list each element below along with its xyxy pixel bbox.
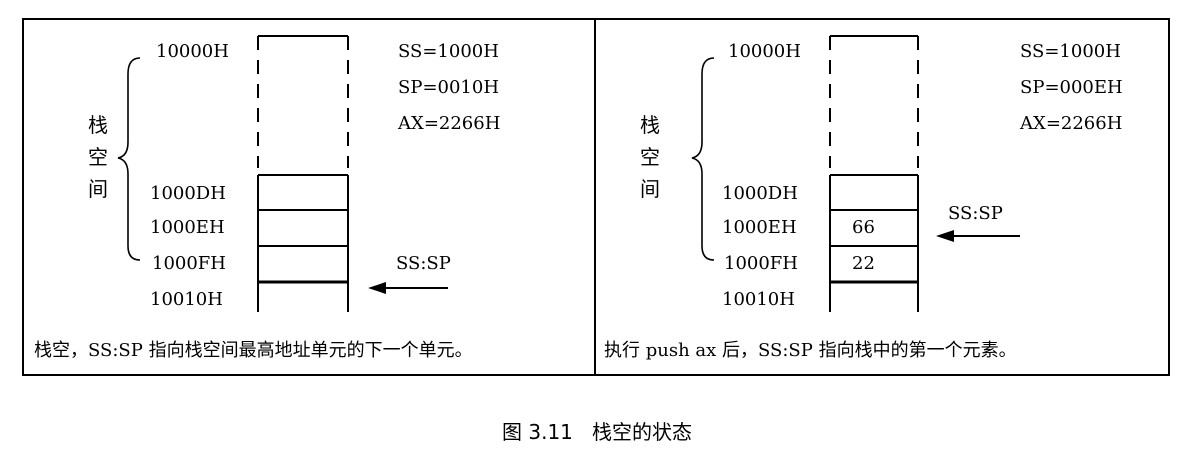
address-label: 10010H xyxy=(722,289,795,310)
panel-empty-stack: 10000H 1000DH 1000EH 1000FH 10010H SS=10… xyxy=(22,18,596,376)
address-label: 1000FH xyxy=(152,253,226,274)
panel-after-push: 10000H 1000DH 1000EH 1000FH 10010H SS=10… xyxy=(596,18,1170,376)
panel-divider xyxy=(594,18,596,376)
address-label: 1000EH xyxy=(722,217,797,238)
register-ax: AX=2266H xyxy=(1020,113,1123,134)
brace xyxy=(117,57,141,261)
stack-drawing-right xyxy=(691,35,1020,312)
figure-frame xyxy=(22,18,1170,376)
register-ss: SS=1000H xyxy=(1020,41,1121,62)
panel-caption: 执行 push ax 后，SS:SP 指向栈中的第一个元素。 xyxy=(604,340,1017,361)
space-label-char: 间 xyxy=(88,177,108,201)
panel-caption: 栈空，SS:SP 指向栈空间最高地址单元的下一个单元。 xyxy=(34,340,473,361)
brace xyxy=(691,57,715,261)
address-label: 1000DH xyxy=(722,183,798,204)
register-sp: SP=000EH xyxy=(1020,77,1123,98)
space-label-char: 栈 xyxy=(640,113,660,137)
figure-caption: 图 3.11 栈空的状态 xyxy=(502,420,692,444)
pointer-label: SS:SP xyxy=(396,253,451,274)
space-label-char: 栈 xyxy=(88,113,108,137)
address-label: 1000EH xyxy=(150,217,225,238)
address-label: 1000FH xyxy=(724,253,798,274)
pointer-arrow-head xyxy=(368,282,386,294)
space-label-char: 间 xyxy=(640,177,660,201)
address-label: 10000H xyxy=(156,41,229,62)
address-label: 10010H xyxy=(150,289,223,310)
space-label-char: 空 xyxy=(88,145,108,169)
pointer-arrow-head xyxy=(936,230,954,242)
register-ax: AX=2266H xyxy=(398,113,501,134)
register-sp: SP=0010H xyxy=(398,77,500,98)
register-ss: SS=1000H xyxy=(398,41,499,62)
cell-value: 22 xyxy=(852,253,875,274)
cell-value: 66 xyxy=(852,217,875,238)
address-label: 1000DH xyxy=(150,183,226,204)
stack-drawing-left xyxy=(117,35,448,312)
address-label: 10000H xyxy=(728,41,801,62)
space-label-char: 空 xyxy=(640,145,660,169)
pointer-label: SS:SP xyxy=(948,203,1003,224)
